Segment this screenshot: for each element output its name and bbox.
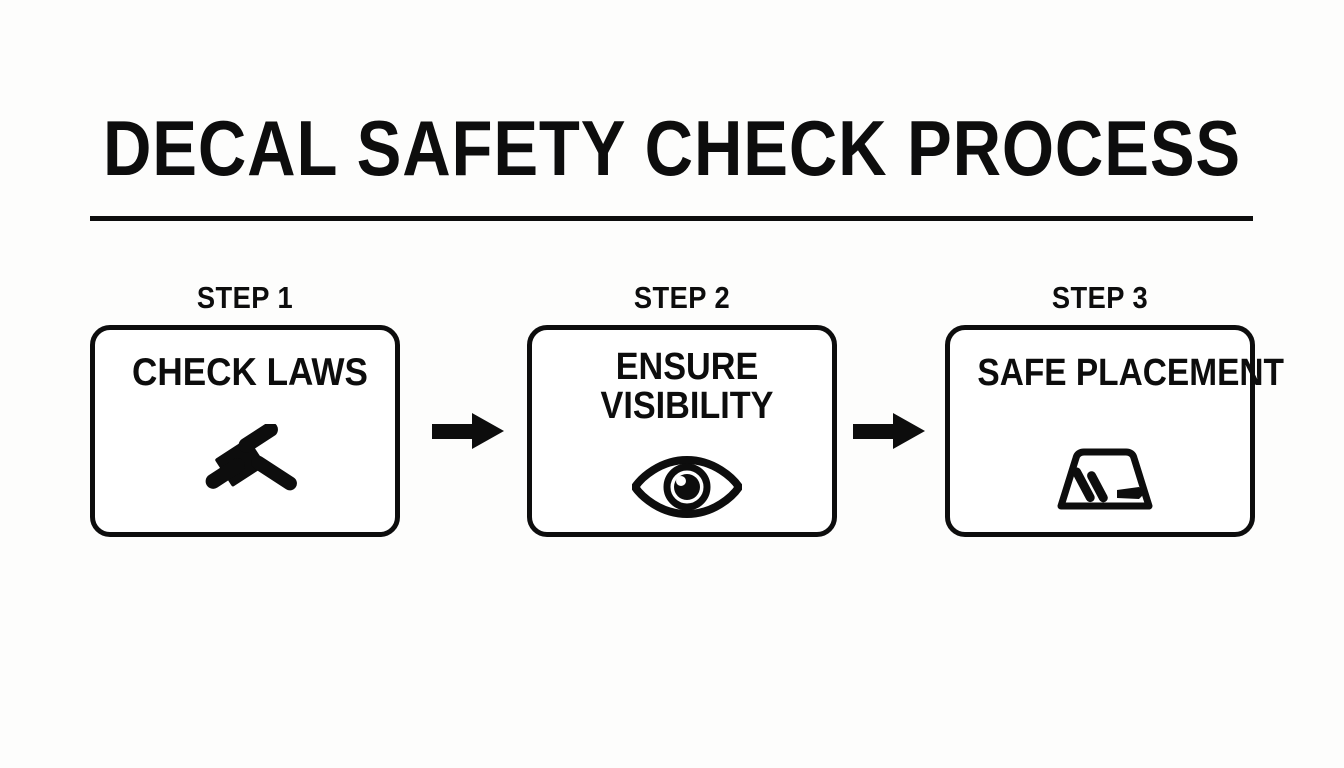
step-3-label: STEP 3	[1051, 280, 1149, 315]
process-step-3: STEP 3 SAFE PLACEMENT	[945, 282, 1284, 537]
arrow-right-icon	[432, 413, 504, 449]
arrow-step1-to-step2	[432, 413, 504, 449]
step-2-title-line-1: ENSURE	[615, 346, 759, 388]
step-1-label: STEP 1	[196, 280, 294, 315]
step-1-title: CHECK LAWS	[132, 351, 368, 394]
eye-icon	[632, 456, 742, 518]
arrow-right-icon	[853, 413, 925, 449]
gavel-icon	[205, 424, 297, 491]
process-step-1: STEP 1 CHECK LAWS	[90, 282, 400, 537]
step-2-label: STEP 2	[633, 280, 731, 315]
step-3-title: SAFE PLACEMENT	[977, 352, 1284, 394]
step-2-box[interactable]: ENSURE VISIBILITY	[527, 325, 837, 537]
step-1-icon-wrap	[95, 424, 405, 514]
arrow-step2-to-step3	[853, 413, 925, 449]
process-step-2: STEP 2 ENSURE VISIBILITY	[527, 282, 837, 537]
step-2-title: ENSURE VISIBILITY	[557, 348, 818, 426]
step-2-icon-wrap	[532, 456, 842, 518]
page-title: DECAL SAFETY CHECK PROCESS	[102, 104, 1242, 192]
windshield-decal-icon	[1057, 448, 1153, 510]
step-3-icon-wrap	[950, 446, 1260, 514]
step-3-box[interactable]: SAFE PLACEMENT	[945, 325, 1284, 537]
step-2-title-line-2: VISIBILITY	[600, 385, 774, 427]
step-1-box[interactable]: CHECK LAWS	[90, 325, 400, 537]
title-divider	[90, 216, 1253, 221]
